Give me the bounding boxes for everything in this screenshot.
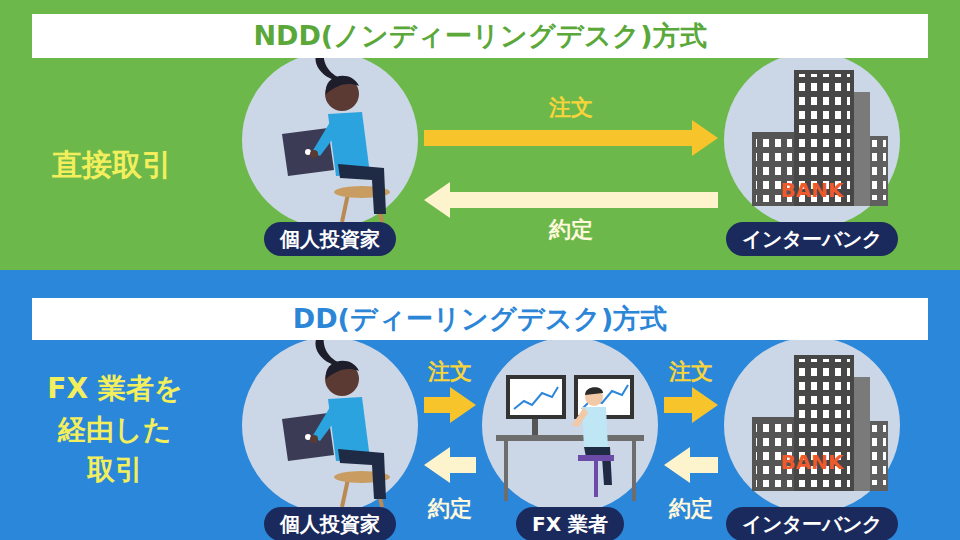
- title-bar: NDD(ノンディーリングデスク)方式: [32, 14, 928, 58]
- label-holder: BANK: [781, 448, 844, 477]
- circle-fill: [242, 52, 418, 228]
- title-text: NDD(ノンディーリングデスク)方式: [253, 18, 706, 54]
- circle-fill: [724, 52, 900, 228]
- flow-arrow: [424, 120, 718, 156]
- actor-circle: FX 業者: [482, 337, 658, 540]
- actor-circle: インターバンク: [724, 52, 900, 256]
- flow-arrow: [424, 387, 476, 423]
- label-holder: 直接取引: [52, 143, 172, 187]
- name-pill: FX 業者: [516, 507, 624, 540]
- circle-fill: [482, 337, 658, 513]
- name-pill: 個人投資家: [264, 507, 396, 540]
- actor-circle: 個人投資家: [242, 52, 418, 256]
- label-holder: 注文: [669, 357, 713, 387]
- title-text: DD(ディーリングデスク)方式: [293, 301, 668, 337]
- name-pill: インターバンク: [726, 222, 898, 256]
- bank-sign: BANK: [781, 448, 844, 477]
- label-holder: 約定: [428, 494, 472, 524]
- circle-fill: [242, 337, 418, 513]
- side-label: FX 業者を経由した取引: [45, 369, 185, 491]
- label-holder: 注文: [428, 357, 472, 387]
- edge-label: 注文: [669, 357, 713, 387]
- name-pill: インターバンク: [726, 507, 898, 540]
- flow-arrow: [424, 182, 718, 218]
- circle-outline: [482, 337, 658, 513]
- edge-label: 注文: [428, 357, 472, 387]
- name-pill: 個人投資家: [264, 222, 396, 256]
- label-holder: FX 業者を経由した取引: [45, 369, 185, 491]
- flow-arrow: [664, 447, 718, 483]
- edge-label: 約定: [428, 494, 472, 524]
- label-holder: BANK: [781, 176, 844, 205]
- circle-outline: [724, 337, 900, 513]
- circle-outline: [724, 52, 900, 228]
- bank-sign: BANK: [781, 176, 844, 205]
- edge-label: 約定: [669, 494, 713, 524]
- label-holder: 約定: [549, 215, 593, 245]
- actor-circle: インターバンク: [724, 337, 900, 540]
- side-label: 直接取引: [52, 143, 172, 187]
- flow-arrow: [424, 447, 476, 483]
- circle-outline: [242, 52, 418, 228]
- edge-label: 約定: [549, 215, 593, 245]
- circle-fill: [724, 337, 900, 513]
- title-bar: DD(ディーリングデスク)方式: [32, 298, 928, 340]
- edge-label: 注文: [549, 93, 593, 123]
- actor-circle: 個人投資家: [242, 337, 418, 540]
- label-holder: 注文: [549, 93, 593, 123]
- label-holder: 約定: [669, 494, 713, 524]
- circle-outline: [242, 337, 418, 513]
- flow-arrow: [664, 387, 718, 423]
